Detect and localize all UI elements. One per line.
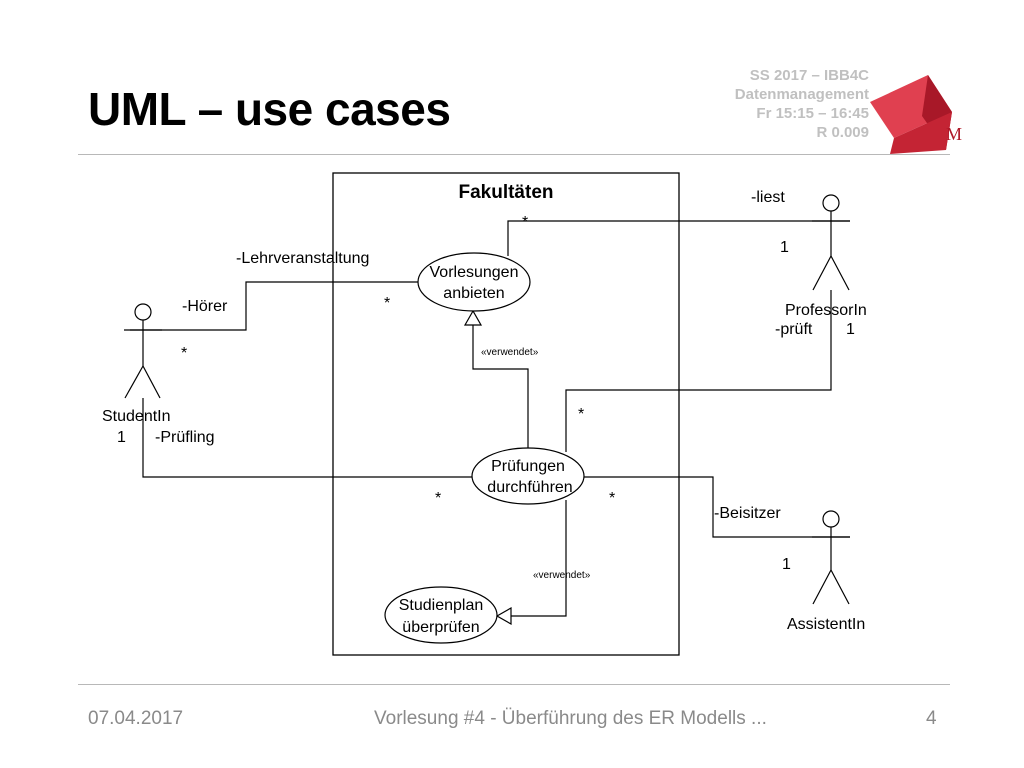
course-room: R 0.009 — [816, 124, 869, 141]
system-boundary — [332, 172, 680, 656]
stereotype-lower: «verwendet» — [533, 570, 591, 581]
footer-title: Vorlesung #4 - Überführung des ER Modell… — [374, 708, 767, 729]
footer-divider — [78, 684, 950, 685]
use-case-vorlesungen-line2: anbieten — [443, 285, 504, 302]
use-case-pruefungen-line2: durchführen — [487, 479, 572, 496]
role-hoerer: -Hörer — [182, 298, 228, 315]
actor-student-figure — [124, 303, 162, 399]
multiplicity-vorlesungen-left: * — [384, 295, 390, 312]
role-beisitzer: -Beisitzer — [714, 505, 781, 522]
multiplicity-assistent: 1 — [782, 556, 791, 573]
association-student-pruefungen — [142, 398, 472, 478]
actor-assistent-figure — [812, 510, 850, 605]
course-info: SS 2017 – IBB4C Datenmanagement Fr 15:15… — [735, 66, 869, 142]
role-lehrveranstaltung: -Lehrveranstaltung — [236, 250, 369, 267]
course-name: Datenmanagement — [734, 86, 869, 103]
multiplicity-professor-prueft: 1 — [846, 321, 855, 338]
system-name: Fakultäten — [458, 182, 553, 203]
actor-assistent-name: AssistentIn — [787, 616, 865, 633]
actor-student-name: StudentIn — [102, 408, 171, 425]
use-case-studienplan-line1: Studienplan — [399, 597, 484, 614]
slide-title: UML – use cases — [88, 83, 451, 135]
association-student-vorlesungen — [130, 281, 418, 331]
actor-professor-name: ProfessorIn — [785, 302, 867, 319]
multiplicity-student-pruefling: 1 — [117, 429, 126, 446]
course-code: SS 2017 – IBB4C — [749, 67, 869, 84]
association-pruefungen-assistent — [582, 476, 850, 538]
use-case-pruefungen-durchfuehren — [471, 447, 585, 505]
association-vorlesungen-professor — [507, 220, 850, 256]
role-prueft: -prüft — [775, 321, 813, 338]
use-case-pruefungen-line1: Prüfungen — [491, 458, 565, 475]
multiplicity-professor-liest: 1 — [780, 239, 789, 256]
role-pruefling: -Prüfling — [155, 429, 215, 446]
stereotype-upper: «verwendet» — [481, 347, 539, 358]
use-case-vorlesungen-line1: Vorlesungen — [430, 264, 519, 281]
use-case-studienplan-line2: überprüfen — [402, 619, 479, 636]
multiplicity-pruefungen-right: * — [609, 490, 615, 507]
multiplicity-student-hoerer: * — [181, 345, 187, 362]
uses-arrowhead-lower — [495, 606, 512, 626]
multiplicity-vorlesungen-top: * — [522, 214, 528, 231]
multiplicity-pruefungen-left: * — [435, 490, 441, 507]
multiplicity-pruefungen-right-top: * — [578, 406, 584, 423]
association-professor-pruefungen — [565, 290, 832, 452]
course-time: Fr 15:15 – 16:45 — [756, 105, 869, 122]
header-divider — [78, 154, 950, 155]
use-case-studienplan-ueberpruefen — [384, 586, 498, 644]
footer-date: 07.04.2017 — [88, 708, 184, 729]
university-logo: M — [870, 75, 962, 154]
uses-arrowhead-upper — [463, 309, 483, 326]
logo-front-face — [890, 112, 952, 154]
role-liest: -liest — [751, 189, 785, 206]
logo-letter: M — [946, 124, 962, 144]
actor-professor-figure — [812, 194, 850, 291]
uses-pruefungen-studienplan — [511, 500, 567, 617]
page-number: 4 — [926, 708, 937, 729]
uses-pruefungen-vorlesungen — [472, 325, 529, 449]
use-case-vorlesungen-anbieten — [417, 252, 531, 312]
